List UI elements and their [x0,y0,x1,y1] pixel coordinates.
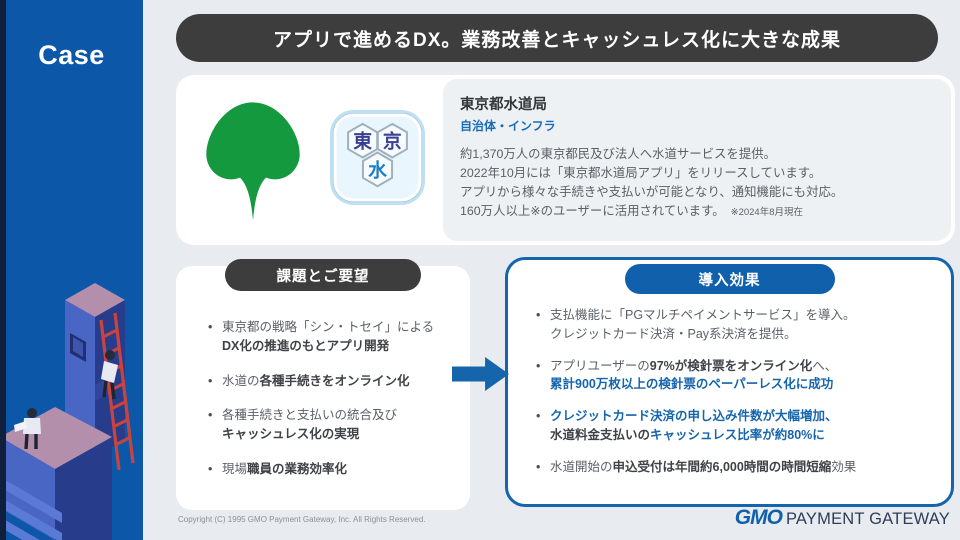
challenges-panel: 課題とご要望 東京都の戦略「シン・トセイ」によるDX化の推進のもとアプリ開発水道… [176,259,470,510]
list-item: 支払機能に「PGマルチペイメントサービス」を導入。クレジットカード決済・Pay系… [536,306,941,344]
results-list: 支払機能に「PGマルチペイメントサービス」を導入。クレジットカード決済・Pay系… [508,260,951,476]
tokyo-metro-logo-icon [206,102,300,221]
text-segment: 職員の業務効率化 [247,461,348,476]
text-segment: 東京都の戦略「シン・トセイ」による [222,320,435,334]
challenges-list: 東京都の戦略「シン・トセイ」によるDX化の推進のもとアプリ開発水道の各種手続きを… [176,266,470,479]
client-description-text: 160万人以上※のユーザーに活用されています。 [460,203,725,218]
text-segment: DX化の推進のもとアプリ開発 [222,338,390,353]
text-segment: 各種手続きと支払いの統合及び [222,408,398,423]
text-segment: アプリユーザーの [550,358,650,373]
text-segment: 97%が検針票をオンライン化 [649,358,813,373]
client-name: 東京都水道局 [460,97,547,113]
app-icon-char-higashi: 東 [353,130,372,152]
client-description-line: 2022年10月には「東京都水道局アプリ」をリリースしています。 [460,165,822,180]
case-label: Case [38,40,105,70]
isometric-illustration [0,283,135,540]
text-segment: 水道料金支払いの [550,427,651,442]
payment-gateway-logo-text: PAYMENT GATEWAY [785,510,950,528]
list-item: アプリユーザーの97%が検針票をオンライン化へ、累計900万枚以上の検針票のペー… [536,357,941,395]
slide-title: アプリで進めるDX。業務改善とキャッシュレス化に大きな成果 [176,14,938,62]
text-segment: クレジットカード決済・Pay系決済を提供。 [550,326,797,341]
client-text-panel: 東京都水道局 自治体・インフラ 約1,370万人の東京都民及び法人へ水道サービス… [443,79,951,241]
sidebar: Case [0,0,143,540]
text-segment: 累計900万枚以上の検針票のペーパーレス化に成功 [550,377,834,392]
text-segment: 申込受付は年間約6,000時間の時間短縮 [612,459,832,474]
list-item: 水道開始の申込受付は年間約6,000時間の時間短縮効果 [536,458,941,477]
text-segment: へ、 [812,358,838,373]
text-segment: 水道の [222,373,260,388]
climbing-person [101,350,118,400]
copyright-text: Copyright (C) 1995 GMO Payment Gateway, … [178,515,426,524]
text-segment: キャッシュレス比率が約80%に [650,427,825,442]
left-edge-strip [0,0,6,540]
client-description-line: アプリから様々な手続きや支払いが可能となり、通知機能にも対応。 [460,184,844,199]
text-segment: 効果 [831,459,857,474]
client-description-line: 約1,370万人の東京都民及び法人へ水道サービスを提供。 [460,146,776,161]
client-note: ※2024年8月現在 [730,206,804,218]
suido-app-icon: 東 京 水 [329,109,426,206]
gmo-logo-text: GMO [734,506,783,529]
challenges-title: 課題とご要望 [225,259,421,291]
list-item: クレジットカード決済の申し込み件数が大幅増加、水道料金支払いのキャッシュレス比率… [536,407,941,445]
client-category: 自治体・インフラ [460,118,556,133]
text-segment: 水道開始の [550,459,613,474]
list-item: 水道の各種手続きをオンライン化 [208,372,456,391]
app-icon-char-mizu: 水 [368,159,387,180]
results-title: 導入効果 [624,264,835,294]
client-description-line: 160万人以上※のユーザーに活用されています。 ※2024年8月現在 [460,202,937,221]
text-segment: 支払機能に「PGマルチペイメントサービス」を導入。 [550,308,856,322]
text-segment: 各種手続きをオンライン化 [259,373,410,388]
results-panel: 導入効果 支払機能に「PGマルチペイメントサービス」を導入。クレジットカード決済… [505,257,954,507]
text-segment: キャッシュレス化の実現 [222,427,360,441]
sitting-person [14,408,41,450]
app-icon-char-kyo: 京 [383,130,402,152]
text-segment: 現場 [222,461,248,476]
list-item: 現場職員の業務効率化 [208,460,456,479]
client-description: 約1,370万人の東京都民及び法人へ水道サービスを提供。 2022年10月には「… [460,145,937,221]
text-segment: クレジットカード決済の申し込み件数が大幅増加、 [550,409,838,423]
list-item: 東京都の戦略「シン・トセイ」による DX化の推進のもとアプリ開発 [208,318,456,356]
client-info-card: 東 京 水 東京都水道局 自治体・インフラ 約1,370万人の東京都民及び法人へ… [176,75,955,245]
